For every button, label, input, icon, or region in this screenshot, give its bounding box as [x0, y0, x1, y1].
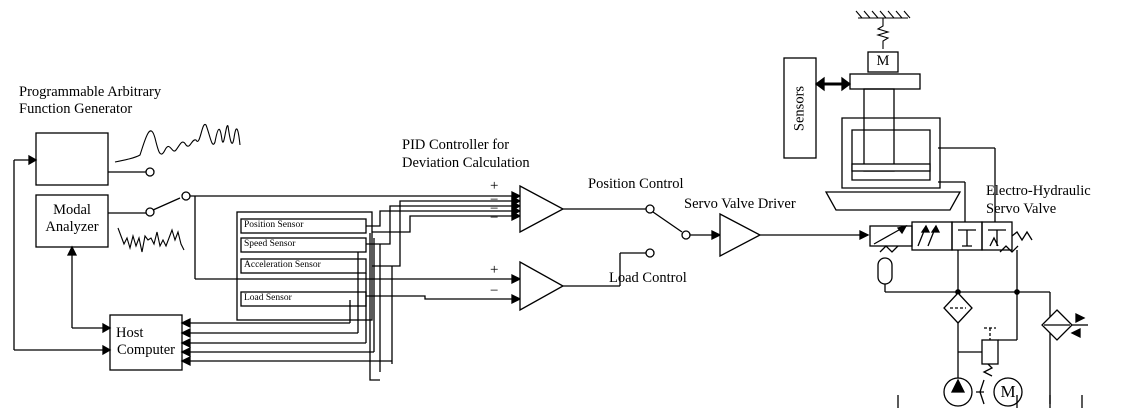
accumulator: [877, 257, 893, 285]
pid-position-amplifier: [519, 184, 565, 234]
mode-switch-blade: [652, 211, 683, 233]
pid-controller-label-line2: Deviation Calculation: [402, 155, 530, 171]
position-sensor-label: Position Sensor: [244, 220, 304, 230]
position-control-terminal: [645, 204, 655, 214]
load-plus-sign: +: [490, 262, 499, 278]
waveform-function: [114, 123, 241, 163]
function-generator-label-line1: Programmable Arbitrary: [19, 84, 162, 100]
modal-analyzer-label-line2: Analyzer: [45, 219, 99, 235]
host-computer-label-line2: Computer: [117, 342, 175, 358]
speed-sensor-label: Speed Sensor: [244, 239, 296, 249]
electro-hydraulic-label-line2: Servo Valve: [986, 201, 1057, 217]
mode-switch-pivot: [681, 230, 691, 240]
motor-bottom-circle: [993, 377, 1023, 407]
load-sensor-label: Load Sensor: [244, 293, 292, 303]
pid-load-amplifier: [519, 260, 565, 312]
cylinder-body: [841, 117, 941, 189]
motor-bottom-label: M: [1000, 382, 1016, 401]
function-generator-label-line2: Function Generator: [19, 101, 133, 117]
motor-top-label: M: [876, 53, 890, 69]
load-minus-sign: −: [490, 283, 499, 299]
acceleration-sensor-label: Acceleration Sensor: [244, 260, 321, 270]
load-control-label: Load Control: [609, 270, 687, 286]
acceleration-sensor-box: [240, 258, 367, 274]
selector-switch-pivot: [181, 191, 191, 201]
servo-valve-driver-label: Servo Valve Driver: [684, 196, 796, 212]
function-generator-box: [35, 132, 109, 186]
sensors-label: Sensors: [791, 85, 808, 132]
pid-minus-sign-2: −: [490, 201, 499, 217]
host-computer-label-line1: Host: [116, 325, 144, 341]
pid-minus-sign-1: −: [490, 192, 499, 208]
sensors-box: [783, 57, 817, 159]
relief-valve: [981, 339, 999, 365]
piston: [851, 163, 931, 172]
position-control-label: Position Control: [588, 176, 684, 192]
modal-analyzer-label-line1: Modal: [53, 202, 91, 218]
load-control-terminal: [645, 248, 655, 258]
pid-plus-sign: +: [490, 178, 499, 194]
servo-valve-driver-amplifier: [719, 212, 762, 258]
speed-sensor-box: [240, 237, 367, 253]
motor-top-box: [867, 51, 899, 73]
electro-hydraulic-label-line1: Electro-Hydraulic: [986, 183, 1091, 199]
waveform-modal: [117, 227, 185, 253]
pid-controller-label-line1: PID Controller for: [402, 137, 510, 153]
pid-minus-sign-3: −: [490, 210, 499, 226]
modal-output-terminal: [145, 207, 155, 217]
actuator-platform: [849, 73, 921, 90]
selector-switch-blade: [152, 197, 181, 211]
generator-output-terminal: [145, 167, 155, 177]
